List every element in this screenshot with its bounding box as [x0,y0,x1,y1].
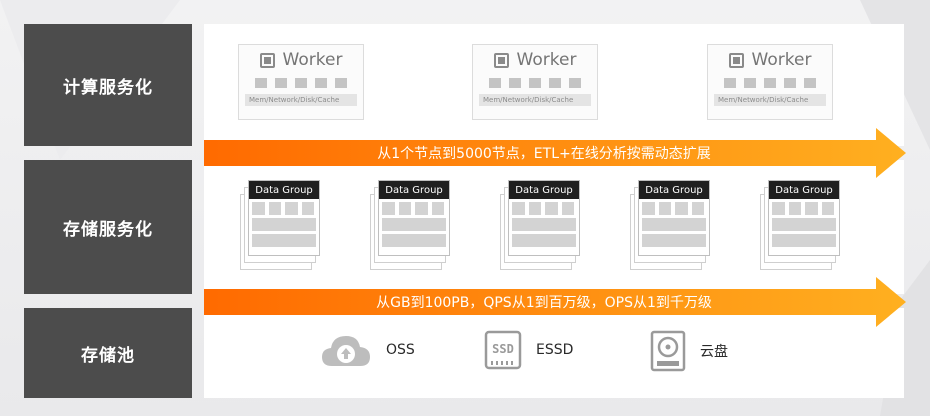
data-group: Data Group [500,180,580,270]
worker-title: Worker [751,50,812,70]
layer-label-storage-service: 存储服务化 [24,160,192,294]
worker-footer: Mem/Network/Disk/Cache [479,94,591,106]
worker-node: Worker Mem/Network/Disk/Cache [707,44,833,120]
layer-label-text: 存储服务化 [63,219,153,240]
storage-essd: SSD ESSD [484,330,573,370]
worker-title: Worker [516,50,577,70]
scaling-arrow-compute: 从1个节点到5000节点，ETL+在线分析按需动态扩展 [204,128,906,178]
cloud-upload-icon [322,336,370,366]
layer-label-text: 计算服务化 [63,77,153,98]
scaling-arrow-storage: 从GB到100PB，QPS从1到百万级，OPS从1到千万级 [204,277,906,327]
data-group-title: Data Group [639,181,709,199]
data-group: Data Group [760,180,840,270]
data-group-title: Data Group [769,181,839,199]
worker-node: Worker Mem/Network/Disk/Cache [472,44,598,120]
storage-label: ESSD [536,342,574,358]
arrow-text: 从GB到100PB，QPS从1到百万级，OPS从1到千万级 [376,295,712,311]
arrow-text: 从1个节点到5000节点，ETL+在线分析按需动态扩展 [377,146,711,162]
disk-icon [650,330,686,372]
cpu-chip-icon [259,52,275,68]
worker-footer: Mem/Network/Disk/Cache [714,94,826,106]
layer-label-text: 存储池 [81,345,135,366]
data-group-title: Data Group [379,181,449,199]
worker-node: Worker Mem/Network/Disk/Cache [238,44,364,120]
layer-label-storage-pool: 存储池 [24,308,192,398]
worker-footer: Mem/Network/Disk/Cache [245,94,357,106]
data-group: Data Group [370,180,450,270]
storage-label: 云盘 [700,344,728,360]
storage-oss: OSS [320,330,415,370]
worker-title: Worker [282,50,343,70]
cpu-chip-icon [493,52,509,68]
data-group: Data Group [630,180,710,270]
cpu-chip-icon [728,52,744,68]
svg-text:SSD: SSD [492,342,514,356]
layer-label-compute: 计算服务化 [24,24,192,146]
storage-pool-panel [204,308,904,398]
data-group-title: Data Group [249,181,319,199]
ssd-icon: SSD [484,330,522,370]
data-group: Data Group [240,180,320,270]
data-group-title: Data Group [509,181,579,199]
storage-cloud-disk: 云盘 [650,330,728,372]
storage-label: OSS [386,342,415,358]
